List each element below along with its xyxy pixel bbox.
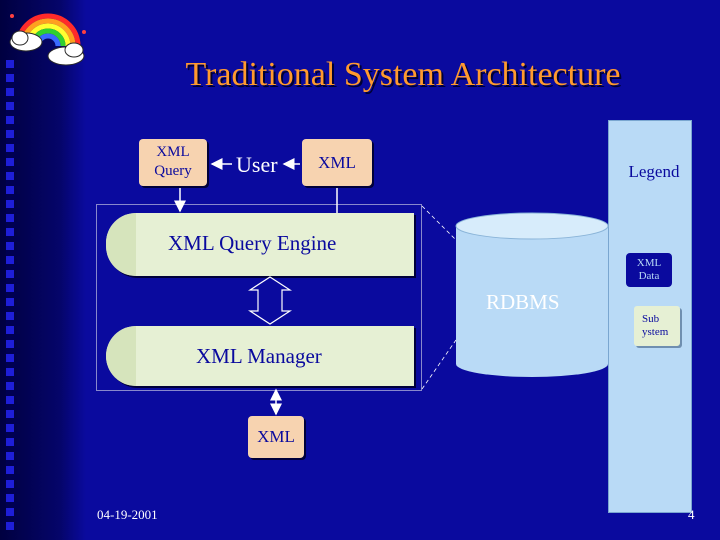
page-title: Traditional System Architecture [185, 56, 621, 93]
xml-query-box: XML Query [139, 139, 207, 186]
footer-date: 04-19-2001 [97, 507, 158, 522]
query-engine-label: XML Query Engine [168, 231, 337, 255]
legend-xml-data-swatch: XML Data [626, 253, 672, 287]
xml-manager: XML Manager [106, 326, 414, 386]
rainbow-cloud-logo [9, 13, 86, 66]
engine-manager-double-arrow [247, 276, 293, 325]
xml-system-boundary [96, 204, 422, 391]
xml-query-engine: XML Query Engine [106, 213, 414, 276]
left-square-column [6, 60, 20, 530]
rdbms-cylinder [455, 212, 609, 377]
rdbms-label: RDBMS [486, 290, 560, 314]
page-number: 4 [688, 507, 695, 522]
xml-input-box: XML [302, 139, 372, 186]
xml-output-box: XML [248, 416, 304, 458]
manager-label: XML Manager [196, 344, 322, 368]
boundary-dash-bottom [421, 339, 457, 390]
legend-title: Legend [628, 162, 680, 181]
boundary-dash-top [421, 205, 457, 241]
user-label: User [236, 152, 278, 177]
legend-subsystem-swatch: Sub ystem [634, 306, 680, 346]
